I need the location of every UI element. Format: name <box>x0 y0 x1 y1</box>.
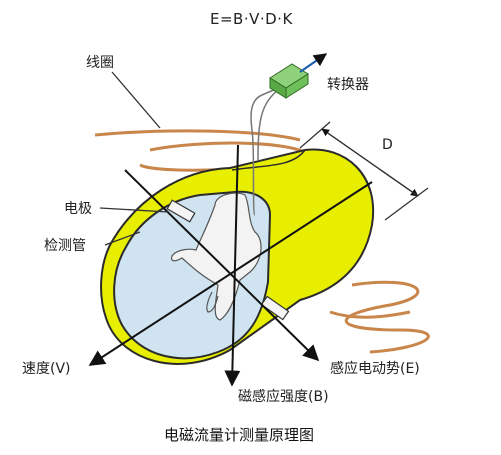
electrode-bottom <box>260 295 290 321</box>
lower-coil <box>344 280 430 354</box>
diameter-dimension <box>299 121 429 221</box>
diagram-caption: 电磁流量计测量原理图 <box>164 426 315 444</box>
hand-illustration <box>170 192 262 321</box>
converter-output-arrow <box>299 53 328 73</box>
electrode-leader <box>99 207 169 213</box>
velocity-label: 速度(V) <box>22 361 71 377</box>
diameter-label: D <box>382 137 393 153</box>
tube-label: 检测管 <box>44 238 86 254</box>
coil-leader <box>111 71 161 129</box>
tube-leader <box>104 231 141 246</box>
emf-axis <box>124 169 320 362</box>
field-axis <box>224 144 241 387</box>
emf-label: 感应电动势(E) <box>330 361 420 377</box>
front-coil-segment <box>329 310 411 319</box>
converter-box <box>269 63 309 99</box>
electrode-top <box>166 199 196 223</box>
field-label: 磁感应强度(B) <box>238 389 329 405</box>
electrode-label: 电极 <box>64 201 92 217</box>
converter-label: 转换器 <box>327 77 369 93</box>
coil-label: 线圈 <box>86 55 114 71</box>
formula-label: E=B·V·D·K <box>210 10 293 28</box>
